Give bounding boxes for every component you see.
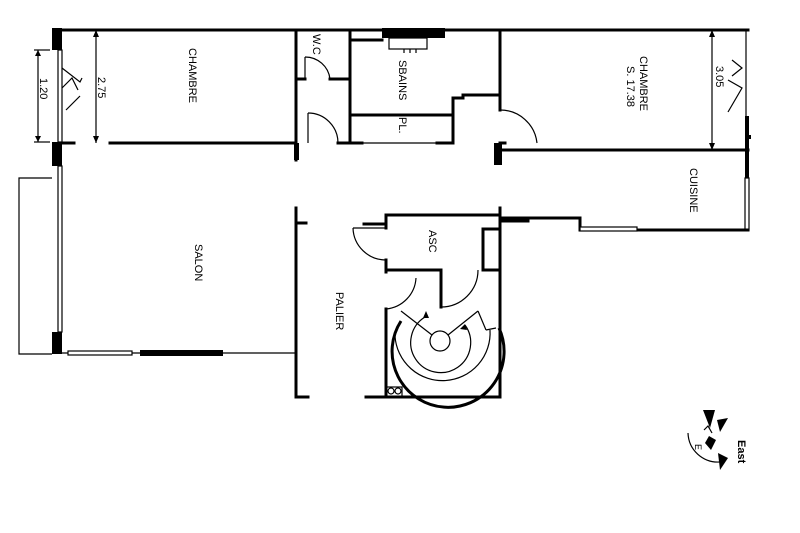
french-window-icon <box>61 67 83 111</box>
compass-label: East <box>735 440 747 464</box>
dimension-label-3-05: 3.05 <box>713 66 725 87</box>
left-facade <box>18 28 63 355</box>
room-asc: ASC <box>352 206 530 399</box>
dimension-label-1-20: 1.20 <box>37 78 49 99</box>
room-label-sbains: SBAINS <box>396 60 408 100</box>
room-label-cuisine: CUISINE <box>687 168 699 213</box>
room-label-pl: PL. <box>396 117 408 134</box>
room-area-chambre-2: S. 17.38 <box>624 66 636 107</box>
dimension-label-2-75: 2.75 <box>95 77 107 98</box>
compass-letter: E <box>693 444 703 450</box>
room-label-chambre-2: CHAMBRE <box>637 56 649 111</box>
spiral-staircase-icon <box>385 310 506 409</box>
room-label-salon: SALON <box>192 244 204 281</box>
room-chambre-2: 3.05 CHAMBRE S. 17.38 <box>500 30 751 178</box>
dimension-2-75: 2.75 <box>93 30 107 143</box>
room-label-asc: ASC <box>426 230 438 253</box>
door-chambre-2 <box>494 109 538 165</box>
room-chambre-1: CHAMBRE <box>60 28 299 162</box>
room-wc: W.C <box>294 28 364 145</box>
compass-east-icon: E East <box>687 410 747 470</box>
room-palier: PALIER <box>333 292 345 330</box>
room-sbains: SBAINS PL. <box>348 28 502 145</box>
room-label-wc: W.C <box>310 34 322 55</box>
dimension-1-20: 1.20 <box>34 49 50 143</box>
room-cuisine: CUISINE <box>498 168 750 232</box>
room-salon: SALON <box>62 206 310 399</box>
room-label-palier: PALIER <box>333 292 345 330</box>
room-label-chambre-1: CHAMBRE <box>186 48 198 103</box>
